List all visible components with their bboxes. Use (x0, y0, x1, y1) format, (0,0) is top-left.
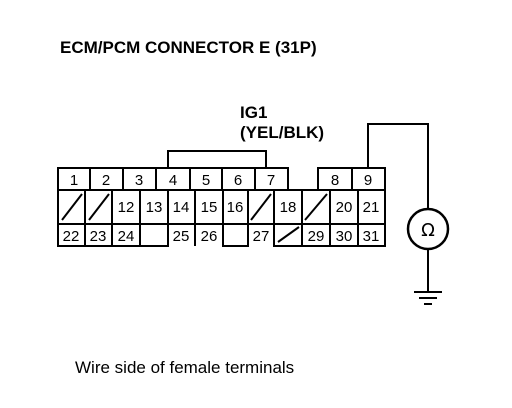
pin-label: 24 (118, 228, 135, 245)
row1-pins: 1 2 3 4 5 6 7 8 9 (70, 172, 372, 189)
pin-label: 22 (63, 228, 80, 245)
wire-terminal-label: IG1 (240, 103, 267, 122)
pin-label: 15 (201, 199, 218, 216)
pin-label: 13 (146, 199, 163, 216)
row1-dividers (89, 168, 353, 190)
row3-dividers (84, 224, 359, 246)
row2-dividers (84, 190, 359, 224)
pin-label: 12 (118, 199, 135, 216)
connector-lock-tab (167, 150, 267, 168)
pin-label: 23 (90, 228, 107, 245)
pin-label: 7 (267, 172, 275, 189)
pin-label: 3 (135, 172, 143, 189)
pin-label: 25 (173, 228, 190, 245)
ground-icon (414, 291, 442, 305)
pin-label: 9 (364, 172, 372, 189)
pin-label: 21 (363, 199, 380, 216)
pin-label: 26 (201, 228, 218, 245)
pin-label: 31 (363, 228, 380, 245)
pin-label: 16 (227, 199, 244, 216)
pin-label: 14 (173, 199, 190, 216)
ohmmeter-icon: Ω (406, 207, 450, 251)
diagram-caption: Wire side of female terminals (75, 358, 294, 377)
pin-label: 30 (336, 228, 353, 245)
pin-label: 20 (336, 199, 353, 216)
pin-label: 1 (70, 172, 78, 189)
pin-label: 5 (202, 172, 210, 189)
row2-pins: 12 13 14 15 16 18 20 21 (118, 199, 380, 216)
ohm-symbol: Ω (421, 220, 435, 241)
wire-color-label: (YEL/BLK) (240, 123, 324, 142)
test-lead-wire (367, 123, 429, 209)
pin-label: 4 (169, 172, 177, 189)
pin-label: 29 (308, 228, 325, 245)
pin-label: 2 (102, 172, 110, 189)
diagram-title: ECM/PCM CONNECTOR E (31P) (60, 38, 317, 57)
empty-cavity-marks (61, 193, 328, 243)
pin-label: 8 (331, 172, 339, 189)
pin-label: 27 (253, 228, 270, 245)
row3-pins: 22 23 24 25 26 27 29 30 31 (63, 228, 380, 245)
pin-label: 18 (280, 199, 297, 216)
connector-outline-lower-left (57, 224, 141, 247)
pin-label: 6 (234, 172, 242, 189)
